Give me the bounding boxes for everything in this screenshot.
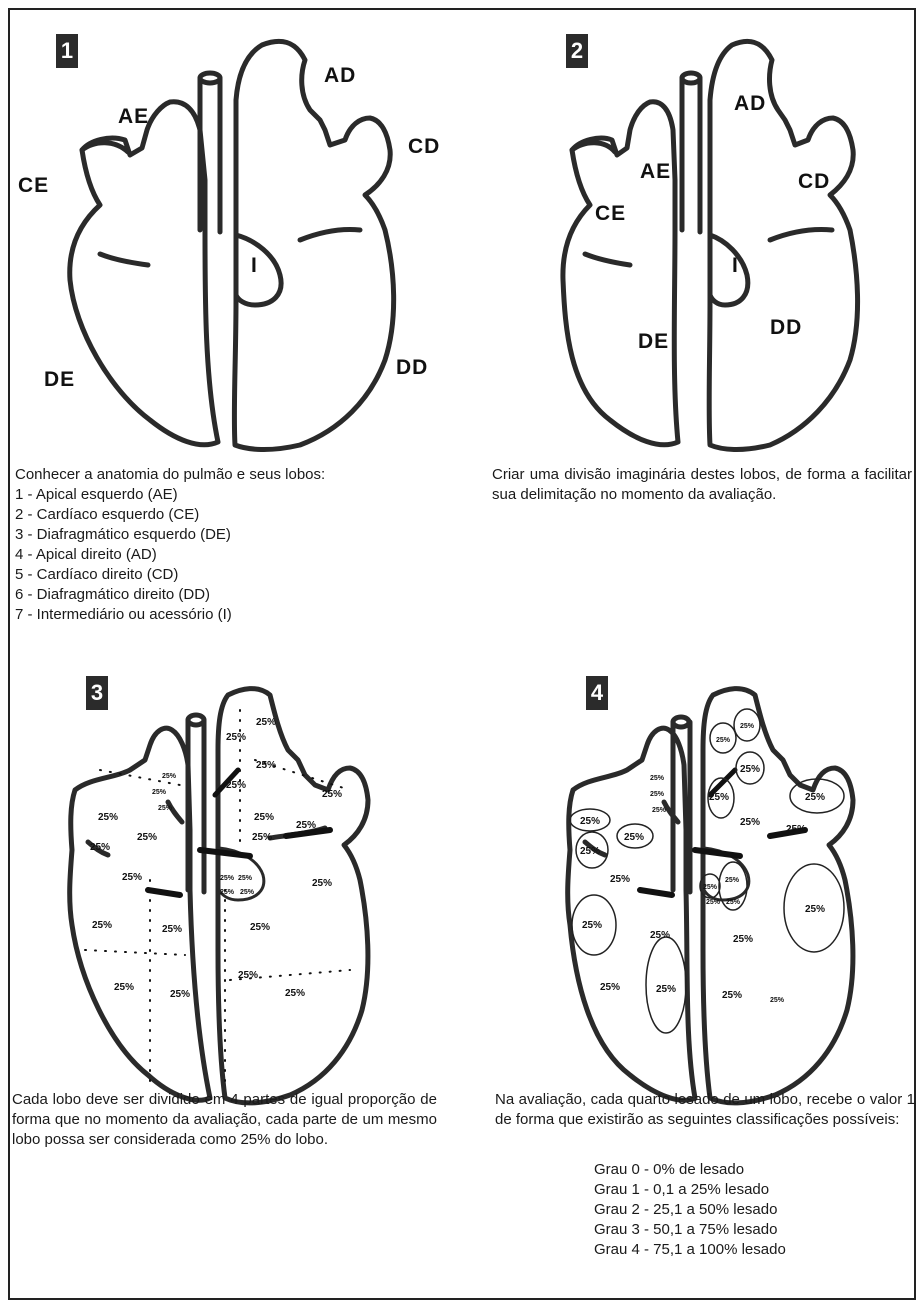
quarter-label: 25% xyxy=(162,773,177,780)
panel-3: 3 25% 25% 25% 25% 25% 25% 25% 25% xyxy=(0,650,460,1300)
quarter-label: 25% xyxy=(238,970,258,981)
quarter-label: 25% xyxy=(582,920,602,931)
lung-quarters-diagram: 25% 25% 25% 25% 25% 25% 25% 25% 25% 25% … xyxy=(0,650,460,1110)
quarter-label: 25% xyxy=(226,732,246,743)
quarter-label: 25% xyxy=(122,872,142,883)
quarter-label: 25% xyxy=(740,764,760,775)
quarter-label: 25% xyxy=(725,877,740,884)
label-CD: CD xyxy=(408,135,440,158)
lobe-list-item: 4 - Apical direito (AD) xyxy=(15,545,455,565)
quarter-label: 25% xyxy=(256,760,276,771)
quarter-label: 25% xyxy=(238,875,253,882)
lobe-list: 1 - Apical esquerdo (AE) 2 - Cardíaco es… xyxy=(15,485,455,625)
panel-3-caption: Cada lobo deve ser dividido em 4 partes … xyxy=(12,1090,437,1150)
quarter-label: 25% xyxy=(240,889,255,896)
label-CE: CE xyxy=(18,174,49,197)
quarter-label: 25% xyxy=(114,982,134,993)
quarter-label: 25% xyxy=(170,989,190,1000)
quarter-label: 25% xyxy=(650,775,665,782)
quarter-label: 25% xyxy=(580,846,600,857)
panel-1-caption: Conhecer a anatomia do pulmão e seus lob… xyxy=(15,465,455,625)
panel-4-caption: Na avaliação, cada quarto lesado de um l… xyxy=(495,1090,915,1130)
quarter-label: 25% xyxy=(580,816,600,827)
label-I: I xyxy=(251,254,258,277)
label-AD: AD xyxy=(734,92,766,115)
lung-outline xyxy=(70,41,394,449)
quarter-label: 25% xyxy=(137,832,157,843)
quarter-label: 25% xyxy=(312,878,332,889)
lung-outline xyxy=(70,689,368,1103)
lung-outline xyxy=(568,689,853,1103)
panel-1: 1 AE CE DE AD CD DD I Conhecer a anatomi… xyxy=(0,0,460,650)
quarter-label: 25% xyxy=(722,990,742,1001)
quarter-label: 25% xyxy=(250,922,270,933)
label-DD: DD xyxy=(770,316,802,339)
lung-lesion-diagram: 25% 25% 25% 25% 25% 25% 25% 25% 25% 25% … xyxy=(460,650,920,1110)
lobe-list-item: 2 - Cardíaco esquerdo (CE) xyxy=(15,505,455,525)
quarter-label: 25% xyxy=(226,780,246,791)
panel-2: 2 AE CE DE AD CD DD I Criar uma divisão … xyxy=(460,0,920,650)
quarter-label: 25% xyxy=(786,824,806,835)
quarter-label: 25% xyxy=(805,792,825,803)
quarter-label: 25% xyxy=(90,842,110,853)
quarter-label: 25% xyxy=(652,807,667,814)
label-DE: DE xyxy=(638,330,669,353)
label-I: I xyxy=(732,254,739,277)
quarter-label: 25% xyxy=(98,812,118,823)
label-CD: CD xyxy=(798,170,830,193)
quarter-label: 25% xyxy=(703,884,718,891)
quarter-label: 25% xyxy=(285,988,305,999)
quarter-label: 25% xyxy=(706,899,721,906)
quarter-label: 25% xyxy=(252,832,272,843)
label-AD: AD xyxy=(324,64,356,87)
quarter-label: 25% xyxy=(152,789,167,796)
lobe-list-item: 7 - Intermediário ou acessório (I) xyxy=(15,605,455,625)
quarter-label: 25% xyxy=(92,920,112,931)
lung-outline xyxy=(563,41,858,449)
quarter-label: 25% xyxy=(733,934,753,945)
quarter-label: 25% xyxy=(709,792,729,803)
quarter-label: 25% xyxy=(296,820,316,831)
grade-item: Grau 1 - 0,1 a 25% lesado xyxy=(594,1180,914,1200)
quarter-label: 25% xyxy=(650,791,665,798)
grade-item: Grau 4 - 75,1 a 100% lesado xyxy=(594,1240,914,1260)
quarter-label: 25% xyxy=(740,723,755,730)
quarter-label: 25% xyxy=(656,984,676,995)
lobe-list-item: 3 - Diafragmático esquerdo (DE) xyxy=(15,525,455,545)
lobe-list-item: 1 - Apical esquerdo (AE) xyxy=(15,485,455,505)
quarter-label: 25% xyxy=(220,875,235,882)
quarter-label: 25% xyxy=(716,737,731,744)
label-DE: DE xyxy=(44,368,75,391)
quarter-label: 25% xyxy=(158,805,173,812)
panel-4: 4 xyxy=(460,650,920,1300)
quarter-label: 25% xyxy=(805,904,825,915)
caption-title: Conhecer a anatomia do pulmão e seus lob… xyxy=(15,465,455,485)
quarter-label: 25% xyxy=(740,817,760,828)
quarter-label: 25% xyxy=(254,812,274,823)
grade-list: Grau 0 - 0% de lesado Grau 1 - 0,1 a 25%… xyxy=(594,1160,914,1260)
label-AE: AE xyxy=(118,105,149,128)
grade-item: Grau 0 - 0% de lesado xyxy=(594,1160,914,1180)
lung-diagram: AE CE DE AD CD DD I xyxy=(0,0,460,460)
quarter-label: 25% xyxy=(220,889,235,896)
quarter-label: 25% xyxy=(770,997,785,1004)
label-AE: AE xyxy=(640,160,671,183)
quarter-label: 25% xyxy=(162,924,182,935)
quarter-label: 25% xyxy=(322,789,342,800)
quarter-label: 25% xyxy=(256,717,276,728)
quarter-label: 25% xyxy=(600,982,620,993)
label-DD: DD xyxy=(396,356,428,379)
grade-item: Grau 2 - 25,1 a 50% lesado xyxy=(594,1200,914,1220)
quarter-divisions xyxy=(640,770,805,895)
grade-item: Grau 3 - 50,1 a 75% lesado xyxy=(594,1220,914,1240)
quarter-label: 25% xyxy=(624,832,644,843)
lobe-list-item: 5 - Cardíaco direito (CD) xyxy=(15,565,455,585)
lung-diagram: AE CE DE AD CD DD I xyxy=(460,0,920,460)
panel-2-caption: Criar uma divisão imaginária destes lobo… xyxy=(492,465,912,505)
quarter-label: 25% xyxy=(610,874,630,885)
label-CE: CE xyxy=(595,202,626,225)
quarter-label: 25% xyxy=(650,930,670,941)
quarter-label: 25% xyxy=(726,899,741,906)
lobe-list-item: 6 - Diafragmático direito (DD) xyxy=(15,585,455,605)
